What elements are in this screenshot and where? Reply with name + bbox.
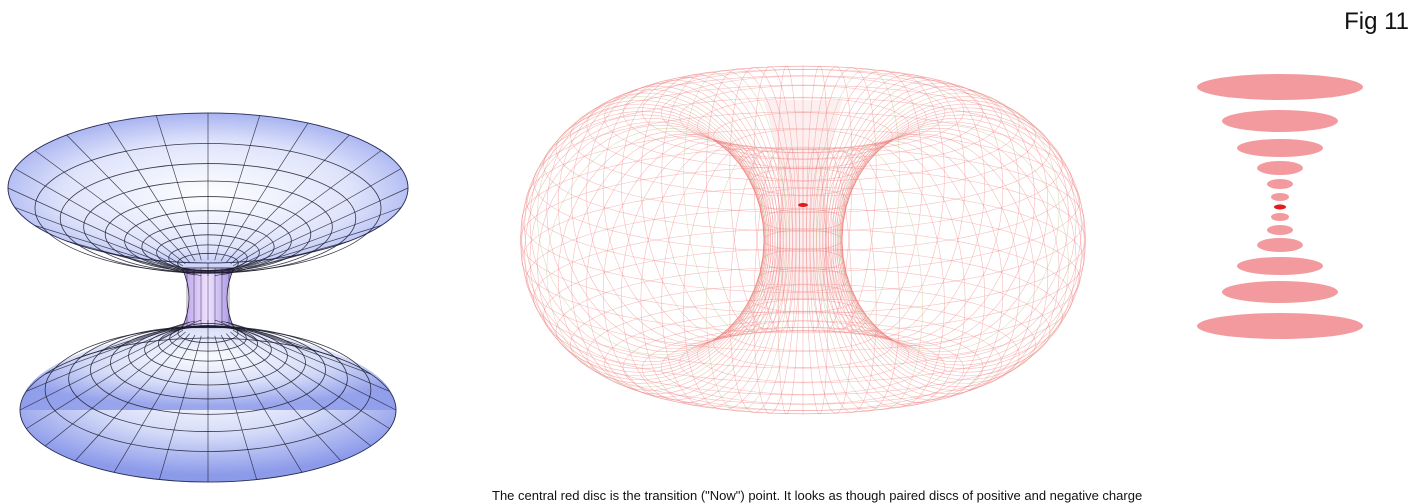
center-disc (1274, 205, 1286, 210)
charge-disc (1271, 213, 1289, 221)
charge-disc (1257, 238, 1303, 252)
wormhole-geometry (8, 113, 408, 482)
charge-disc (1222, 110, 1338, 132)
figure-caption: The central red disc is the transition (… (492, 484, 1422, 504)
torus-meridian (835, 86, 1035, 346)
disc-stack-icon (1170, 60, 1390, 350)
charge-disc (1222, 281, 1338, 303)
torus-meridian (833, 136, 1020, 397)
charge-disc (1267, 225, 1293, 235)
charge-disc (1197, 313, 1363, 339)
torus-meridian (586, 83, 773, 344)
torus-meridian (835, 134, 1035, 394)
charge-disc (1271, 193, 1289, 201)
disc-stack (1197, 74, 1363, 339)
torus-meridian (571, 86, 771, 346)
torus-meridian (586, 136, 773, 397)
torus-meridian (833, 83, 1020, 344)
torus-meridian (571, 134, 771, 394)
wormhole-surface-icon (0, 100, 420, 504)
center-red-disc (798, 203, 808, 207)
torus-geometry (520, 66, 1086, 414)
charge-disc (1237, 139, 1323, 157)
charge-disc (1197, 74, 1363, 100)
figure-label: Fig 11 (1344, 8, 1409, 36)
charge-disc (1237, 257, 1323, 275)
charge-disc (1257, 161, 1303, 175)
torus-mesh-icon (470, 0, 1140, 480)
charge-disc (1267, 179, 1293, 189)
